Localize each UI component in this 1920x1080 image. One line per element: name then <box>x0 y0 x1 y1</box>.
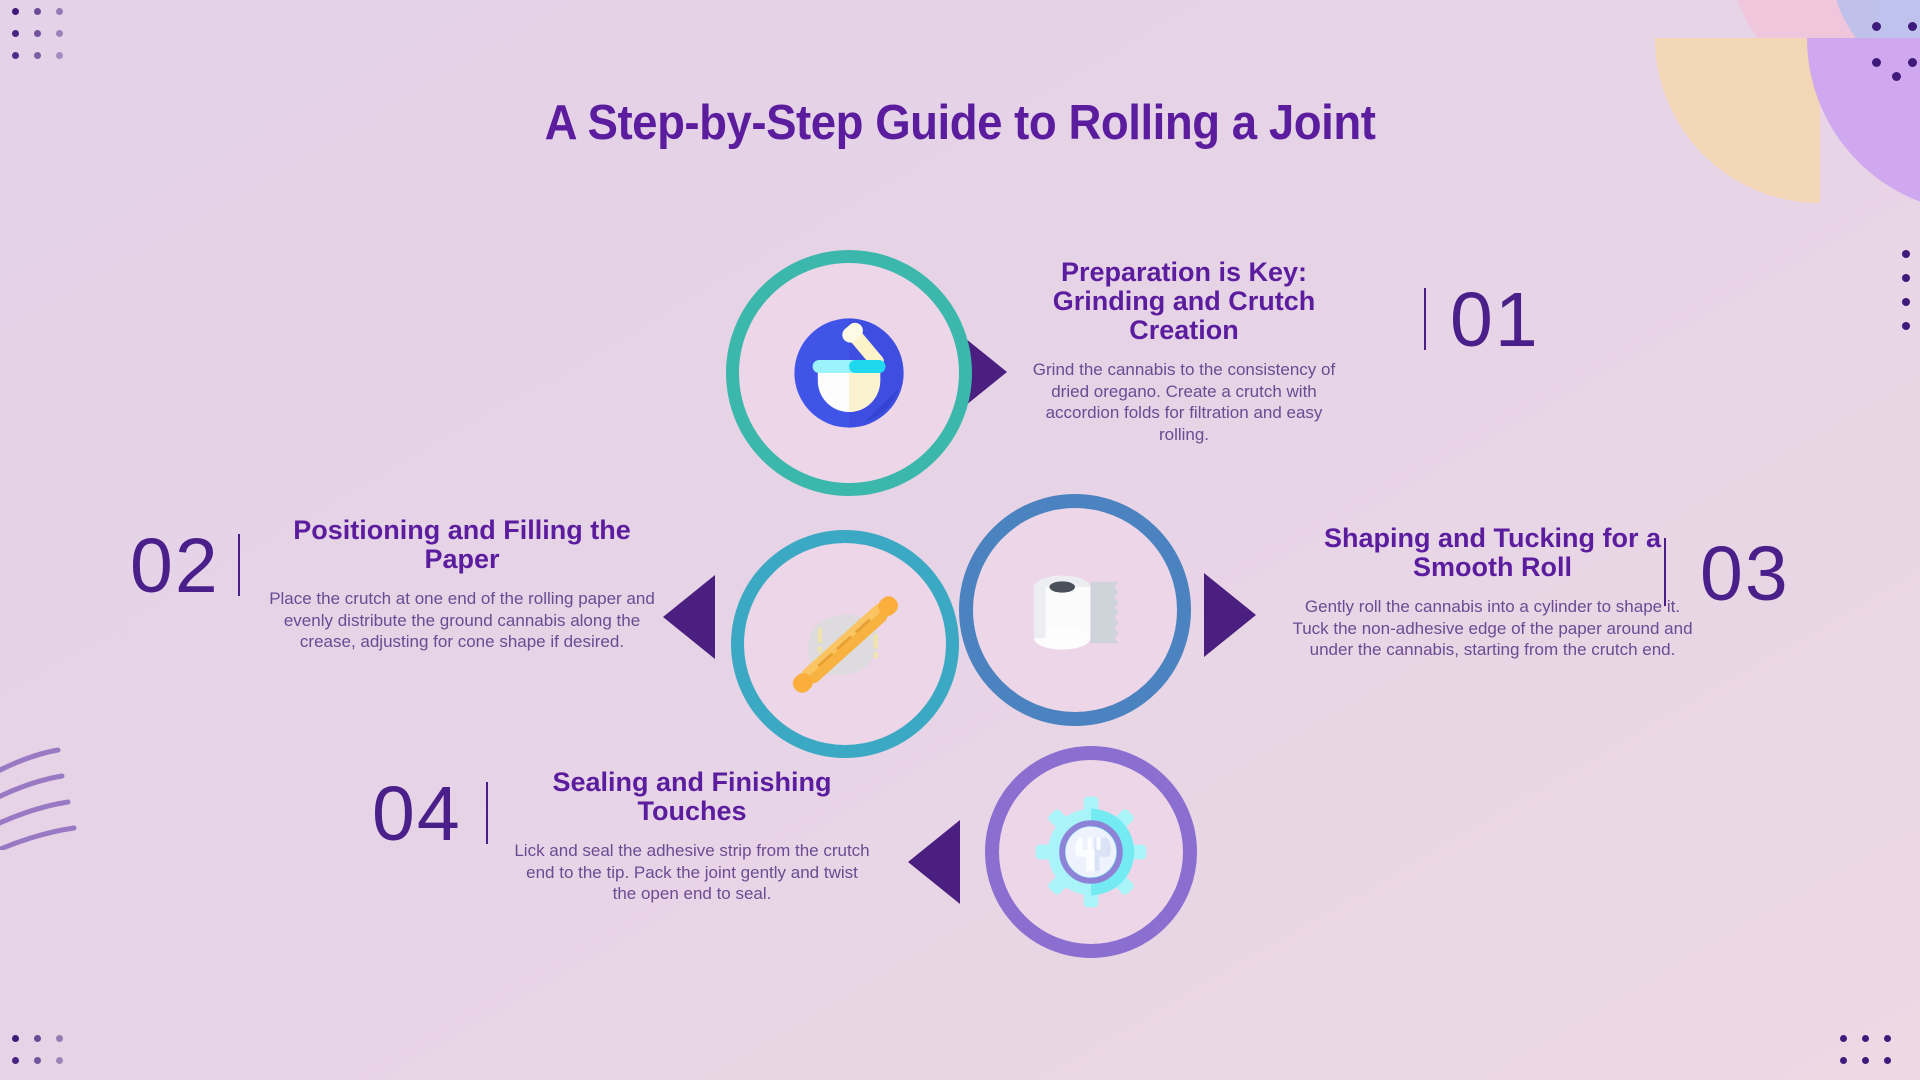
decor-curved-lines <box>0 747 77 850</box>
step-2-icon-circle <box>731 530 959 758</box>
arrow-left-step-2 <box>663 575 715 659</box>
step-1-number: 01 <box>1450 277 1540 363</box>
step-3-text-block: Shaping and Tucking for a Smooth Roll Ge… <box>1290 523 1695 661</box>
step-2-heading: Positioning and Filling the Paper <box>293 515 631 575</box>
arrow-right-step-3 <box>1204 573 1256 657</box>
step-1-icon-circle <box>726 250 972 496</box>
step-2-divider <box>238 534 240 596</box>
decor-quarter-circle-blue <box>1830 0 1920 90</box>
paper-roll-icon <box>1034 575 1119 650</box>
gear-icon <box>1035 796 1147 908</box>
step-4-icon-circle <box>985 746 1197 958</box>
step-4-divider <box>486 782 488 844</box>
rolling-pin-icon <box>792 596 899 693</box>
step-4-heading: Sealing and Finishing Touches <box>552 767 832 827</box>
step-1-divider <box>1424 288 1426 350</box>
step-2-number: 02 <box>130 523 220 609</box>
step-1-heading: Preparation is Key: Grinding and Crutch … <box>1052 257 1316 346</box>
step-3-icon-circle <box>959 494 1191 726</box>
step-3-divider <box>1664 538 1666 606</box>
step-2-text-block: Positioning and Filling the Paper Place … <box>262 515 662 653</box>
step-1-body: Grind the cannabis to the consistency of… <box>1032 360 1336 444</box>
step-1-text-block: Preparation is Key: Grinding and Crutch … <box>1028 257 1340 445</box>
step-4-body: Lick and seal the adhesive strip from th… <box>514 841 870 904</box>
decor-quarter-circle-pink <box>1728 0 1878 98</box>
step-4-text-block: Sealing and Finishing Touches Lick and s… <box>512 767 872 905</box>
mortar-and-pestle-icon <box>794 318 904 428</box>
step-3-heading: Shaping and Tucking for a Smooth Roll <box>1323 523 1661 583</box>
step-2-body: Place the crutch at one end of the rolli… <box>269 589 655 652</box>
step-3-number: 03 <box>1700 531 1790 617</box>
step-3-body: Gently roll the cannabis into a cylinder… <box>1292 597 1693 660</box>
arrow-left-step-4 <box>908 820 960 904</box>
page-title: A Step-by-Step Guide to Rolling a Joint <box>544 96 1376 150</box>
step-4-number: 04 <box>372 771 462 857</box>
